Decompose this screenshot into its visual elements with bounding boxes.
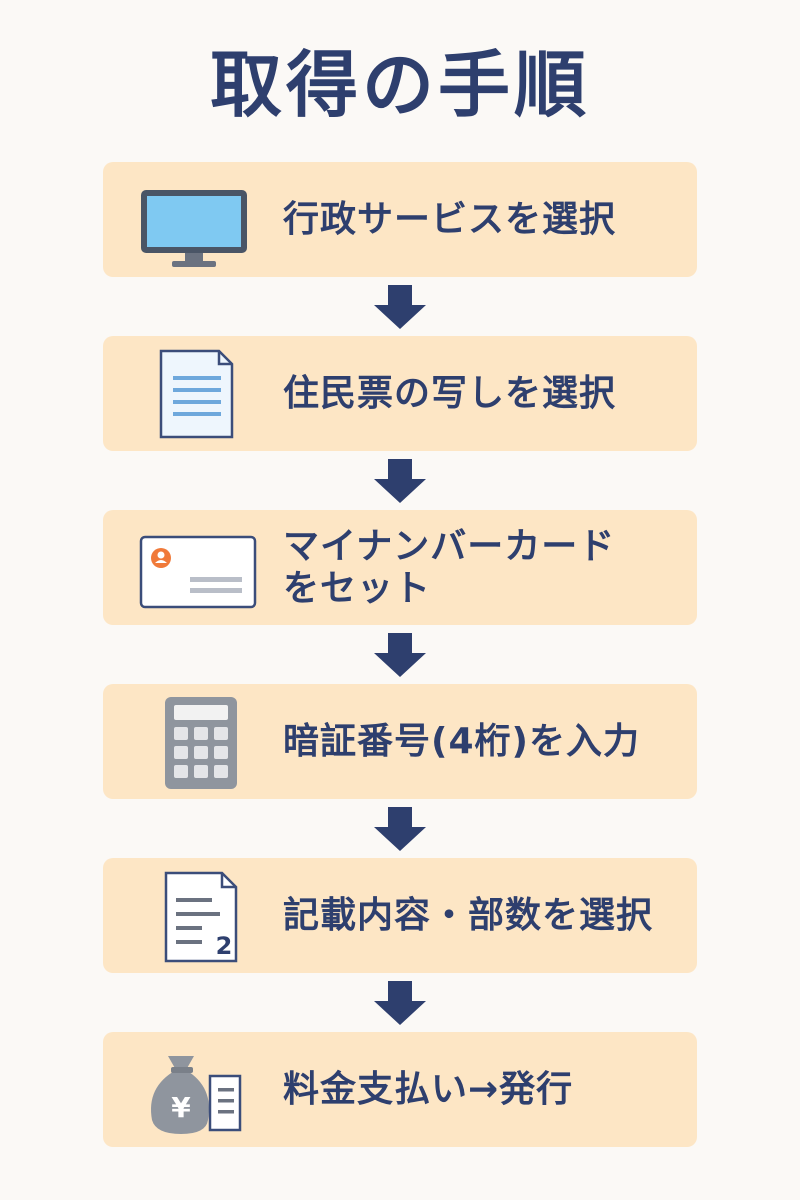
step-6-label: 料金支払い→発行 — [283, 1068, 574, 1110]
down-arrow-icon — [370, 459, 430, 505]
page-title: 取得の手順 — [209, 43, 590, 127]
copies-number-text: 2 — [216, 932, 233, 960]
step-1-label: 行政サービスを選択 — [283, 198, 617, 240]
step-2-label: 住民票の写しを選択 — [283, 372, 617, 414]
down-arrow-icon — [370, 633, 430, 679]
document-icon — [128, 346, 258, 441]
keypad-icon — [128, 694, 258, 789]
yen-symbol-text: ¥ — [171, 1091, 191, 1124]
step-3-label: マイナンバーカード をセット — [283, 525, 616, 609]
step-6-pay-and-issue: ¥ 料金支払い→発行 — [103, 1032, 697, 1147]
step-1-select-service: 行政サービスを選択 — [103, 162, 697, 277]
down-arrow-icon — [370, 981, 430, 1027]
monitor-icon — [128, 172, 258, 267]
form-copies-icon: 2 — [128, 868, 258, 963]
step-4-enter-pin: 暗証番号(4桁)を入力 — [103, 684, 697, 799]
money-bag-receipt-icon: ¥ — [128, 1042, 258, 1137]
step-5-select-content-copies: 2 記載内容・部数を選択 — [103, 858, 697, 973]
down-arrow-icon — [370, 807, 430, 853]
step-4-label: 暗証番号(4桁)を入力 — [283, 720, 640, 762]
down-arrow-icon — [370, 285, 430, 331]
step-5-label: 記載内容・部数を選択 — [283, 894, 654, 936]
step-3-set-mynumber-card: マイナンバーカード をセット — [103, 510, 697, 625]
step-2-select-resident-record: 住民票の写しを選択 — [103, 336, 697, 451]
id-card-icon — [128, 520, 258, 615]
